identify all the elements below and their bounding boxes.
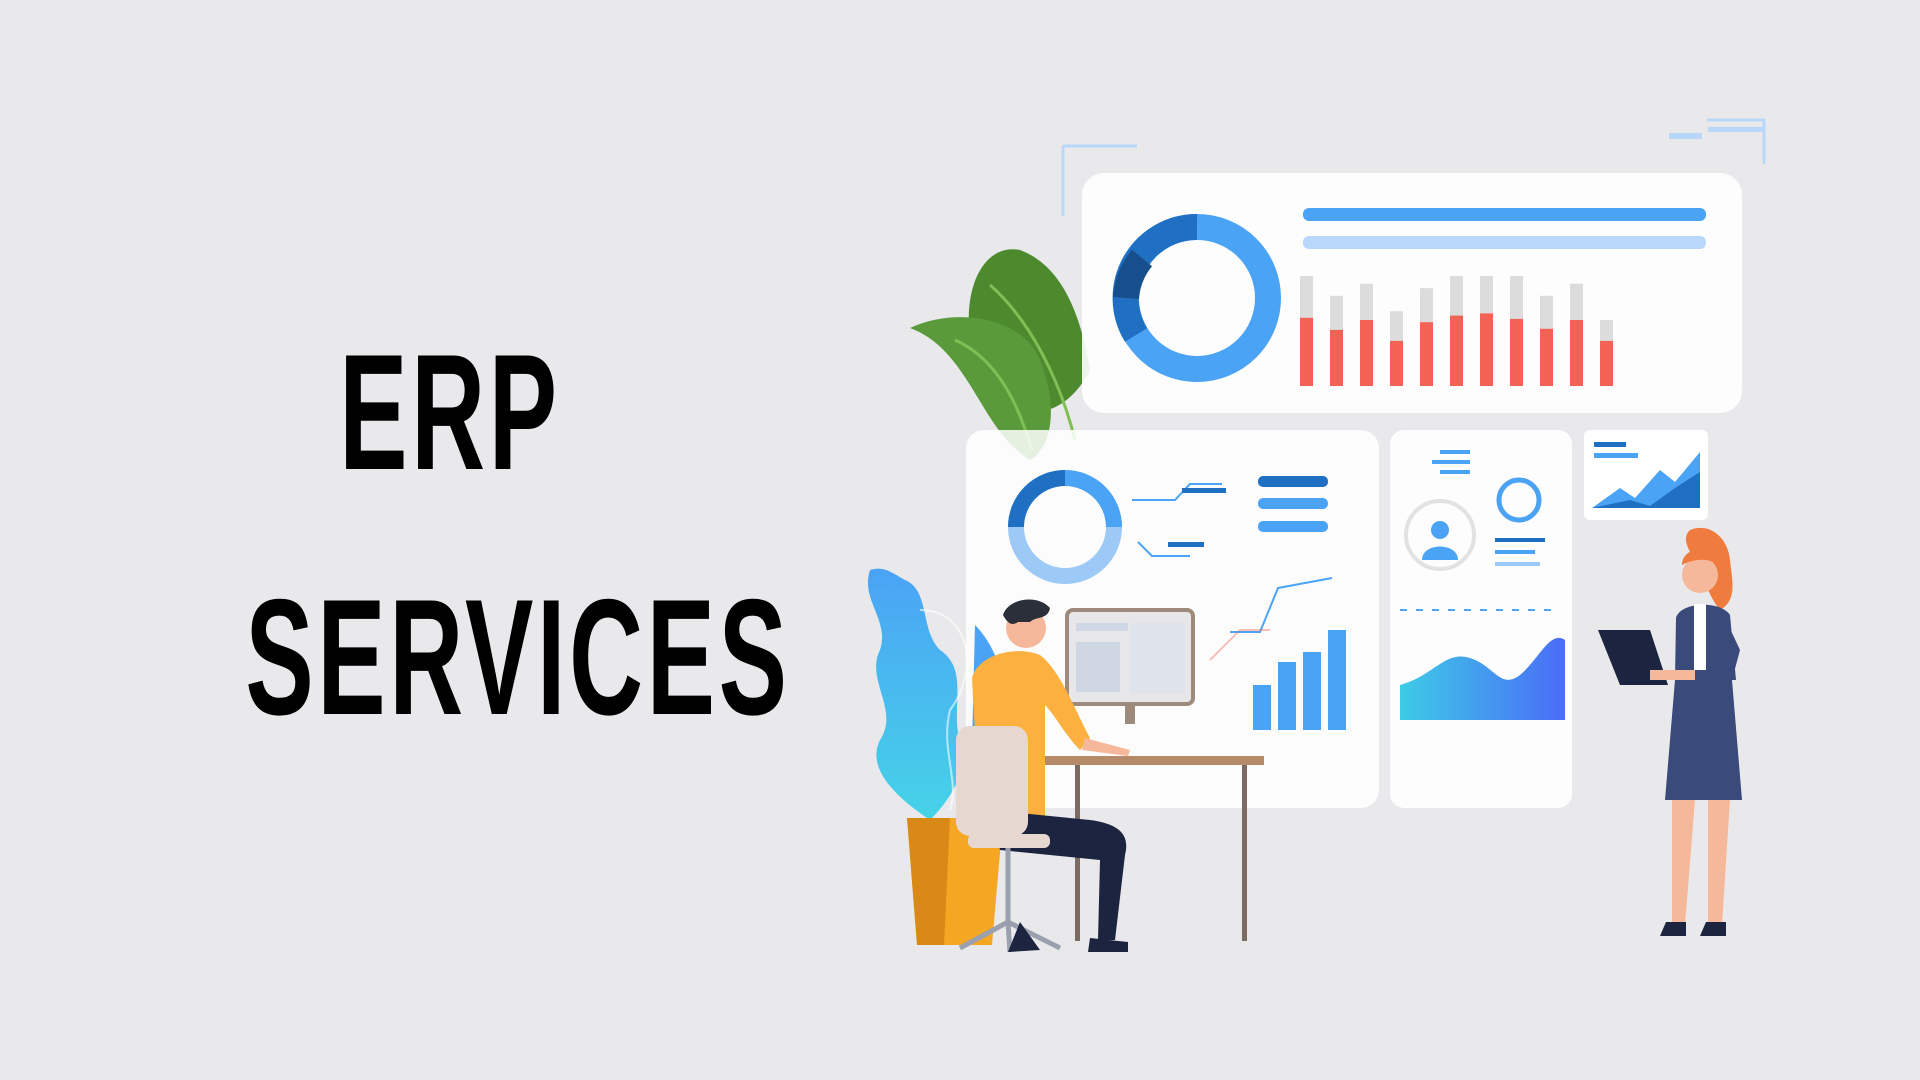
corner-bracket-top-left bbox=[1061, 144, 1137, 216]
top-bar-2 bbox=[1360, 320, 1373, 386]
top-bar-9 bbox=[1570, 320, 1583, 386]
top-bar-4 bbox=[1420, 322, 1433, 386]
top-bar-7 bbox=[1510, 318, 1523, 386]
top-bar-3 bbox=[1390, 340, 1403, 386]
headline-services: SERVICES bbox=[245, 565, 791, 749]
top-panel-bar-line-2 bbox=[1303, 236, 1706, 249]
analytics-bar-0 bbox=[1253, 685, 1271, 730]
analytics-bar-1 bbox=[1278, 662, 1296, 730]
top-bar-1 bbox=[1330, 329, 1343, 386]
top-bar-10 bbox=[1600, 340, 1613, 386]
top-bar-5 bbox=[1450, 315, 1463, 386]
plant-leaves bbox=[910, 249, 1090, 460]
erp-dashboard-illustration bbox=[867, 118, 1766, 953]
analytics-bar-2 bbox=[1303, 652, 1321, 730]
top-bar-8 bbox=[1540, 328, 1553, 386]
top-panel-bar-line-1 bbox=[1303, 208, 1706, 221]
seated-man bbox=[956, 599, 1130, 953]
analytics-bar-3 bbox=[1328, 630, 1346, 730]
top-dashboard-panel bbox=[1082, 173, 1742, 413]
corner-bracket-top-right bbox=[1669, 118, 1766, 164]
trend-chart-panel bbox=[1584, 430, 1708, 520]
analytics-panel-middle bbox=[1390, 430, 1572, 808]
top-bar-6 bbox=[1480, 313, 1493, 386]
standing-woman bbox=[1598, 527, 1742, 936]
top-bar-0 bbox=[1300, 317, 1313, 386]
headline-erp: ERP bbox=[339, 320, 561, 504]
top-panel-bar-chart bbox=[1300, 276, 1613, 386]
user-icon bbox=[1431, 521, 1449, 539]
analytics-bar-chart bbox=[1253, 630, 1346, 730]
